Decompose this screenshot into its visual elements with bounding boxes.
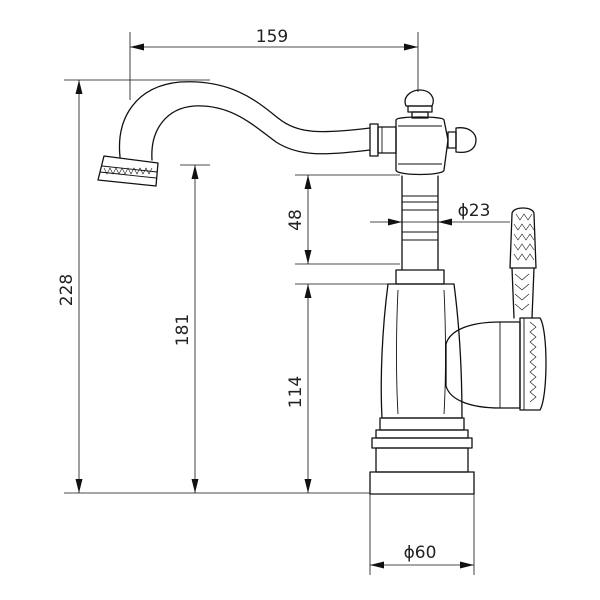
dim-base-diameter: ϕ60 [404,543,437,563]
dim-body-height: 114 [286,376,306,408]
spout-collar [369,123,397,157]
dim-handle-offset: 48 [286,209,306,231]
side-knob [447,127,477,154]
dimension-labels: 159 228 181 48 114 ϕ23 ϕ60 [57,27,490,563]
faucet-outline [97,81,547,495]
base [369,417,475,495]
top-knob [404,89,434,119]
dim-total-height: 228 [57,274,77,306]
dim-spout-reach: 159 [256,27,288,47]
neck [395,116,449,285]
body [380,283,463,419]
aerator [97,155,159,187]
spout [118,81,371,161]
lever-handle [509,207,537,319]
dim-outlet-height: 181 [173,314,193,346]
dim-handle-diameter: ϕ23 [458,201,491,221]
handle-cartridge [445,317,547,411]
dimension-lines [64,32,510,575]
